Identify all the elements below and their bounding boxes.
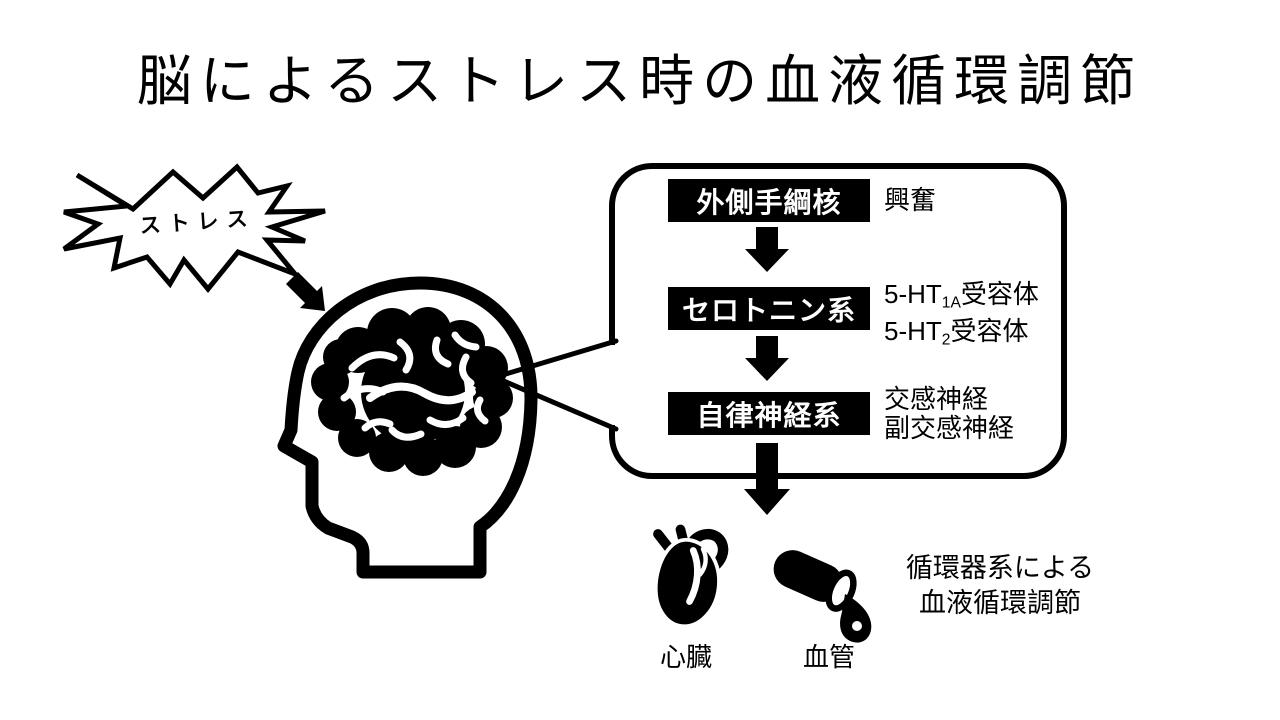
node-autonomic-nervous-system: 自律神経系 bbox=[668, 392, 870, 435]
node-label: 自律神経系 bbox=[696, 399, 842, 431]
vessel-label: 血管 bbox=[802, 642, 855, 672]
impact-arrow-icon bbox=[286, 272, 325, 311]
node-serotonin-system: セロトニン系 bbox=[668, 287, 870, 330]
flow-arrow-icon bbox=[745, 227, 789, 272]
stress-burst-icon bbox=[62, 163, 326, 293]
nerve-line-2: 副交感神経 bbox=[884, 413, 1015, 443]
heart-icon bbox=[653, 524, 729, 629]
receptor-line-1: 5-HT1A受容体 bbox=[884, 279, 1039, 312]
caption-line-2: 血液循環調節 bbox=[919, 588, 1081, 618]
brain-icon bbox=[311, 307, 513, 476]
caption-line-1: 循環器系による bbox=[905, 553, 1095, 583]
flow-arrow-icon bbox=[745, 336, 789, 381]
bubble-tail-lines bbox=[496, 338, 619, 432]
receptor-line-2: 5-HT2受容体 bbox=[884, 316, 1029, 349]
page-title: 脳によるストレス時の血液循環調節 bbox=[136, 50, 1144, 112]
bubble-border-gap bbox=[606, 345, 620, 425]
blood-vessel-icon bbox=[773, 550, 872, 643]
nerve-line-1: 交感神経 bbox=[884, 384, 989, 414]
flow-arrow-icon bbox=[744, 443, 790, 515]
node-lateral-habenula: 外側手綱核 bbox=[668, 179, 870, 222]
note-nerves: 交感神経 副交感神経 bbox=[884, 385, 1014, 443]
heart-label: 心臓 bbox=[659, 642, 712, 672]
node-label: 外側手綱核 bbox=[696, 186, 842, 218]
note-receptors: 5-HT1A受容体 5-HT2受容体 bbox=[884, 280, 1039, 355]
node-label: セロトニン系 bbox=[681, 294, 856, 326]
circulatory-caption: 循環器系による 血液循環調節 bbox=[890, 551, 1110, 621]
note-excitation: 興奮 bbox=[884, 185, 937, 215]
